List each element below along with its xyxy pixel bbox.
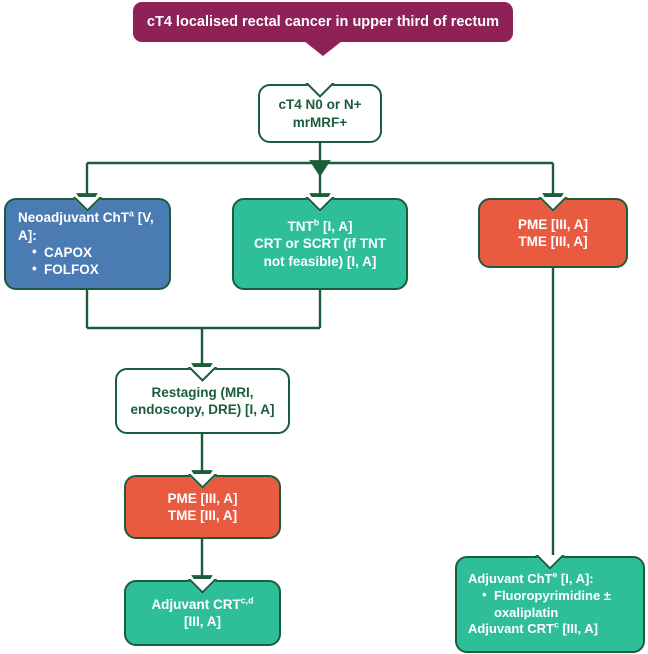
tnt-line-2: CRT or SCRT (if TNT xyxy=(254,236,386,252)
node-notch xyxy=(187,474,218,489)
surgery-left-line-2: TME [III, A] xyxy=(167,508,238,523)
list-item: FOLFOX xyxy=(32,260,161,278)
node-adjuvant-crt[interactable]: Adjuvant CRTc,d [III, A] xyxy=(124,579,281,646)
tnt-line-1: TNTb [I, A] xyxy=(287,217,353,235)
adjuvant-crt-line-2: [III, A] xyxy=(184,614,221,629)
list-item: CAPOX xyxy=(32,243,161,261)
node-staging[interactable]: cT4 N0 or N+ mrMRF+ xyxy=(258,83,382,143)
surgery-right-line-1: PME [III, A] xyxy=(518,216,588,232)
restaging-line-1: Restaging (MRI, xyxy=(151,384,254,400)
surgery-right-line-2: TME [III, A] xyxy=(518,234,588,249)
footnote-marker-c: c xyxy=(553,619,559,630)
node-notch xyxy=(538,197,568,212)
node-surgery-left[interactable]: PME [III, A] TME [III, A] xyxy=(124,474,281,539)
footnote-marker-b: b xyxy=(313,217,320,228)
adjuvant-cht-footer: Adjuvant CRTc [III, A] xyxy=(468,619,598,637)
staging-line-2: mrMRF+ xyxy=(292,114,348,130)
node-neoadjuvant-cht[interactable]: Neoadjuvant ChTa [V, A]: CAPOX FOLFOX xyxy=(4,197,171,290)
surgery-left-line-1: PME [III, A] xyxy=(167,490,238,506)
node-tnt[interactable]: TNTb [I, A] CRT or SCRT (if TNT not feas… xyxy=(232,197,408,290)
footnote-marker-a: a xyxy=(129,208,134,219)
banner-label: cT4 localised rectal cancer in upper thi… xyxy=(146,14,500,30)
node-restaging[interactable]: Restaging (MRI, endoscopy, DRE) [I, A] xyxy=(115,367,290,434)
node-notch xyxy=(187,367,218,382)
node-notch xyxy=(187,579,218,594)
restaging-line-2: endoscopy, DRE) [I, A] xyxy=(130,402,275,417)
node-surgery-right[interactable]: PME [III, A] TME [III, A] xyxy=(478,197,628,268)
footnote-marker-cd: c,d xyxy=(240,595,254,606)
neoadjuvant-bullet-list: CAPOX FOLFOX xyxy=(18,243,161,279)
neoadjuvant-heading: Neoadjuvant ChTa [V, A]: xyxy=(18,208,154,243)
node-notch xyxy=(305,197,335,212)
adjuvant-cht-heading: Adjuvant ChTe [I, A]: xyxy=(468,569,594,587)
adjuvant-cht-bullet-list: Fluoropyrimidine ± oxaliplatin xyxy=(468,587,637,621)
staging-line-1: cT4 N0 or N+ xyxy=(278,97,362,113)
node-adjuvant-cht[interactable]: Adjuvant ChTe [I, A]: Fluoropyrimidine ±… xyxy=(455,555,645,653)
list-item: Fluoropyrimidine ± oxaliplatin xyxy=(482,587,637,621)
adjuvant-crt-line-1: Adjuvant CRTc,d xyxy=(151,595,254,612)
banner-arrow-tail xyxy=(304,41,342,56)
node-notch xyxy=(535,555,565,570)
tnt-line-3: not feasible) [I, A] xyxy=(263,253,377,269)
page-title-banner: cT4 localised rectal cancer in upper thi… xyxy=(133,2,513,42)
